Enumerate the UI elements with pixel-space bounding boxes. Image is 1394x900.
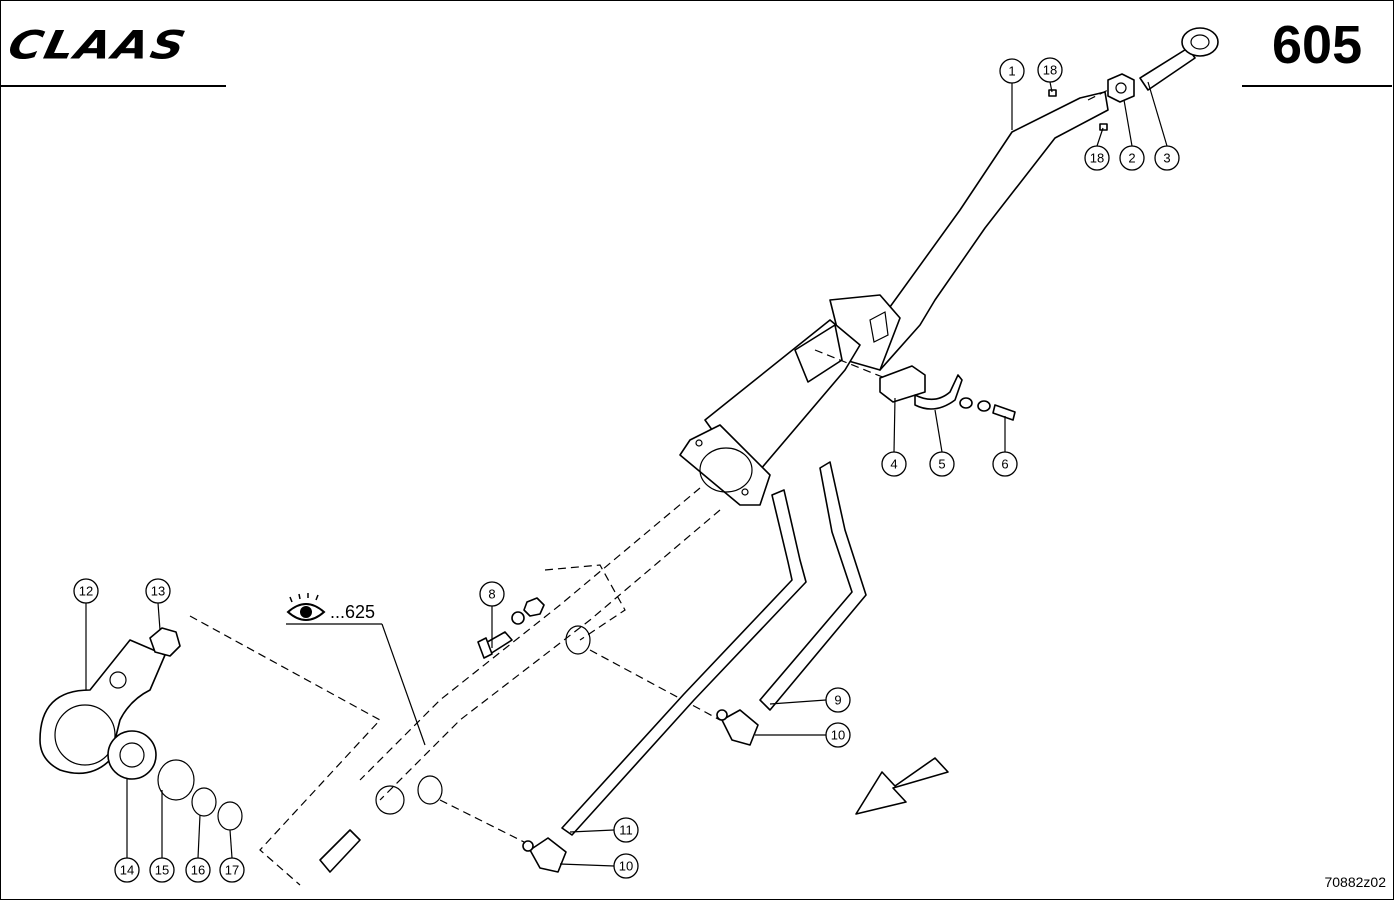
svg-text:2: 2 xyxy=(1128,151,1135,166)
callout-18-lower[interactable]: 18 xyxy=(1084,145,1110,171)
callout-10-lower[interactable]: 10 xyxy=(613,853,639,879)
shaft-hidden-outline xyxy=(189,487,721,886)
part-4-clamp-block[interactable] xyxy=(879,365,926,403)
callout-6[interactable]: 6 xyxy=(992,451,1018,477)
svg-text:6: 6 xyxy=(1001,457,1008,472)
part-17-ring[interactable] xyxy=(217,801,243,831)
part-1-drawbar-tube[interactable] xyxy=(679,91,1109,506)
part-8-bolt[interactable] xyxy=(477,597,545,659)
reference-leader xyxy=(381,623,426,746)
header-rule-right xyxy=(1242,85,1392,87)
svg-text:18: 18 xyxy=(1043,63,1057,78)
svg-text:5: 5 xyxy=(938,457,945,472)
callout-2[interactable]: 2 xyxy=(1119,145,1145,171)
svg-text:12: 12 xyxy=(79,584,93,599)
svg-text:8: 8 xyxy=(488,587,495,602)
callout-4[interactable]: 4 xyxy=(881,451,907,477)
part-16-shim-ring[interactable] xyxy=(191,787,217,817)
svg-text:10: 10 xyxy=(619,859,633,874)
part-15-circlip[interactable] xyxy=(157,759,195,801)
part-12-bearing-housing[interactable] xyxy=(39,639,166,775)
svg-text:1: 1 xyxy=(1008,64,1015,79)
part-6-bolt-set[interactable] xyxy=(959,397,1016,421)
part-9-pipe[interactable] xyxy=(759,461,867,711)
callout-15[interactable]: 15 xyxy=(149,857,175,883)
callout-10-upper[interactable]: 10 xyxy=(825,722,851,748)
svg-text:3: 3 xyxy=(1163,151,1170,166)
svg-text:16: 16 xyxy=(191,863,205,878)
part-14-bearing[interactable] xyxy=(107,730,157,780)
part-2-nut[interactable] xyxy=(1107,73,1135,103)
callout-8[interactable]: 8 xyxy=(479,581,505,607)
callout-5[interactable]: 5 xyxy=(929,451,955,477)
svg-text:9: 9 xyxy=(834,693,841,708)
callout-leaders xyxy=(85,81,1168,867)
callout-14[interactable]: 14 xyxy=(114,857,140,883)
callout-3[interactable]: 3 xyxy=(1154,145,1180,171)
callout-9[interactable]: 9 xyxy=(825,687,851,713)
part-18-pin-lower[interactable] xyxy=(1099,123,1108,131)
svg-text:14: 14 xyxy=(120,863,134,878)
direction-arrow-icon xyxy=(855,757,949,815)
callout-13[interactable]: 13 xyxy=(145,578,171,604)
drawing-code: 70882z02 xyxy=(1324,874,1386,890)
svg-text:13: 13 xyxy=(151,584,165,599)
axis-line-2 xyxy=(1087,89,1109,101)
part-5-bracket[interactable] xyxy=(914,374,963,410)
callout-16[interactable]: 16 xyxy=(185,857,211,883)
part-3-rod-end[interactable] xyxy=(1139,27,1219,91)
callout-1[interactable]: 1 xyxy=(999,58,1025,84)
part-11-pipe[interactable] xyxy=(561,489,807,836)
axis-line-clamp xyxy=(814,349,891,381)
svg-text:18: 18 xyxy=(1090,151,1104,166)
callout-12[interactable]: 12 xyxy=(73,578,99,604)
part-10-elbow-upper[interactable] xyxy=(716,709,759,746)
callout-17[interactable]: 17 xyxy=(219,857,245,883)
part-13-nut[interactable] xyxy=(149,627,181,657)
svg-text:17: 17 xyxy=(225,863,239,878)
svg-text:15: 15 xyxy=(155,863,169,878)
part-18-pin-upper[interactable] xyxy=(1048,89,1057,97)
svg-text:10: 10 xyxy=(831,728,845,743)
threaded-stud xyxy=(319,625,591,873)
cross-reference-label[interactable]: ...625 xyxy=(330,602,376,622)
callout-18-upper[interactable]: 18 xyxy=(1037,57,1063,83)
eye-icon xyxy=(286,593,326,621)
part-10-elbow-lower[interactable] xyxy=(522,837,567,873)
callout-11[interactable]: 11 xyxy=(613,817,639,843)
svg-text:11: 11 xyxy=(619,823,633,838)
svg-text:4: 4 xyxy=(890,457,897,472)
header-rule-left xyxy=(0,85,226,87)
page-number: 605 xyxy=(1272,15,1363,75)
